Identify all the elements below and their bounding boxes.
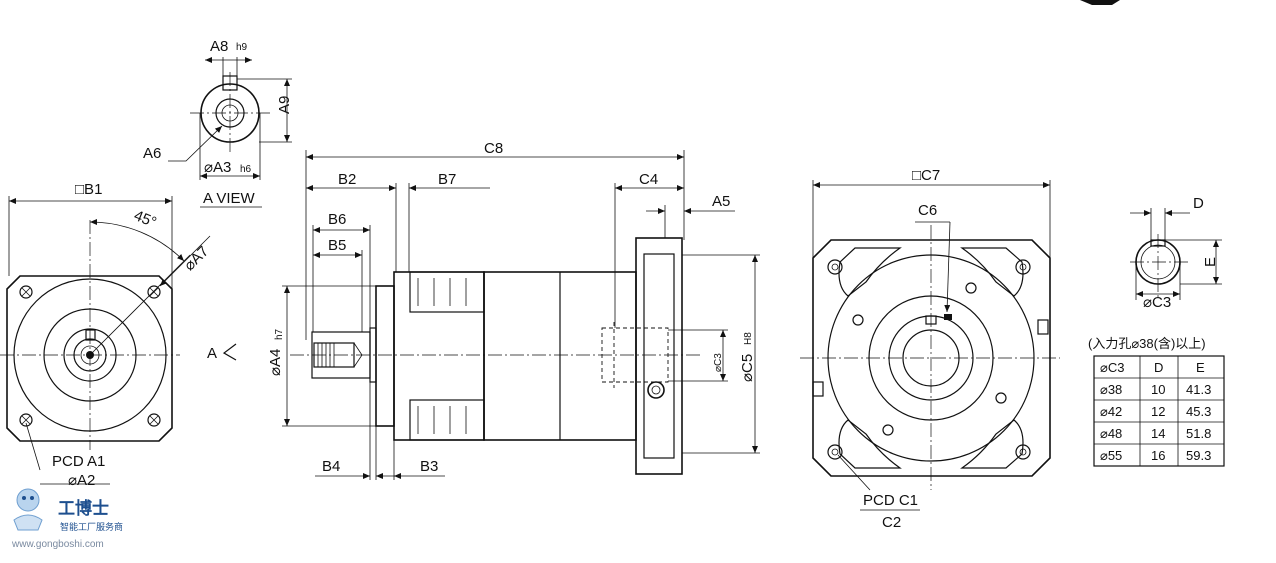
a7-label: ⌀A7 <box>181 243 212 274</box>
a9-label: A9 <box>276 96 293 114</box>
c8-label: C8 <box>484 140 503 157</box>
table-cell: 59.3 <box>1186 448 1211 463</box>
e-label: E <box>1202 257 1219 267</box>
b5-label: B5 <box>328 237 346 254</box>
bore-detail <box>1130 208 1222 300</box>
corner-mark <box>1080 0 1120 5</box>
a-view <box>168 57 292 208</box>
dimension-table <box>1093 355 1225 467</box>
b7-label: B7 <box>438 171 456 188</box>
c5-label: ⌀C5 <box>739 354 756 382</box>
table-cell: ⌀55 <box>1100 448 1122 463</box>
a5-label: A5 <box>712 193 730 210</box>
b2-label: B2 <box>338 171 356 188</box>
logo-url: www.gongboshi.com <box>11 539 104 550</box>
angle-label: 45° <box>131 207 158 231</box>
c4-label: C4 <box>639 171 658 188</box>
side-view <box>222 150 760 480</box>
a8-tolerance: h9 <box>236 42 248 53</box>
pcd-a1-label: PCD A1 <box>52 453 105 470</box>
b3-label: B3 <box>420 458 438 475</box>
c6-label: C6 <box>918 202 937 219</box>
a3-label: ⌀A3 <box>204 159 231 176</box>
table-caption: (入力孔⌀38(含)以上) <box>1088 336 1206 351</box>
c2-label: C2 <box>882 514 901 531</box>
bore-c3-label: ⌀C3 <box>1143 294 1171 311</box>
left-flange-view <box>0 196 211 485</box>
front-flange-view <box>800 180 1060 511</box>
table-header-e: E <box>1196 360 1205 375</box>
b1-label: □B1 <box>75 181 102 198</box>
table-cell: 14 <box>1151 426 1165 441</box>
b6-label: B6 <box>328 211 346 228</box>
a6-label: A6 <box>143 145 161 162</box>
table-cell: 10 <box>1151 382 1165 397</box>
pcd-c1-label: PCD C1 <box>863 492 918 509</box>
table-cell: 41.3 <box>1186 382 1211 397</box>
table-cell: 51.8 <box>1186 426 1211 441</box>
c5-tolerance: H8 <box>743 332 754 345</box>
table-header-d: D <box>1154 360 1163 375</box>
logo-subtitle: 智能工厂服务商 <box>60 521 123 532</box>
table-cell: 12 <box>1151 404 1165 419</box>
logo-title: 工博士 <box>58 498 109 518</box>
table-header-c3: ⌀C3 <box>1100 360 1124 375</box>
c7-label: □C7 <box>912 167 940 184</box>
b4-label: B4 <box>322 458 340 475</box>
a2-label: ⌀A2 <box>68 472 95 489</box>
c3-label: ⌀C3 <box>713 353 724 372</box>
a8-label: A8 <box>210 38 228 55</box>
a4-tolerance: h7 <box>274 328 285 340</box>
table-cell: ⌀38 <box>1100 382 1122 397</box>
table-cell: ⌀48 <box>1100 426 1122 441</box>
table-cell: 45.3 <box>1186 404 1211 419</box>
a-view-title: A VIEW <box>203 190 256 207</box>
table-cell: ⌀42 <box>1100 404 1122 419</box>
a4-label: ⌀A4 <box>267 349 284 376</box>
logo-mascot-icon <box>13 488 43 531</box>
table-cell: 16 <box>1151 448 1165 463</box>
d-label: D <box>1193 195 1204 212</box>
a-arrow-label: A <box>207 345 217 362</box>
a3-tolerance: h6 <box>240 164 252 175</box>
